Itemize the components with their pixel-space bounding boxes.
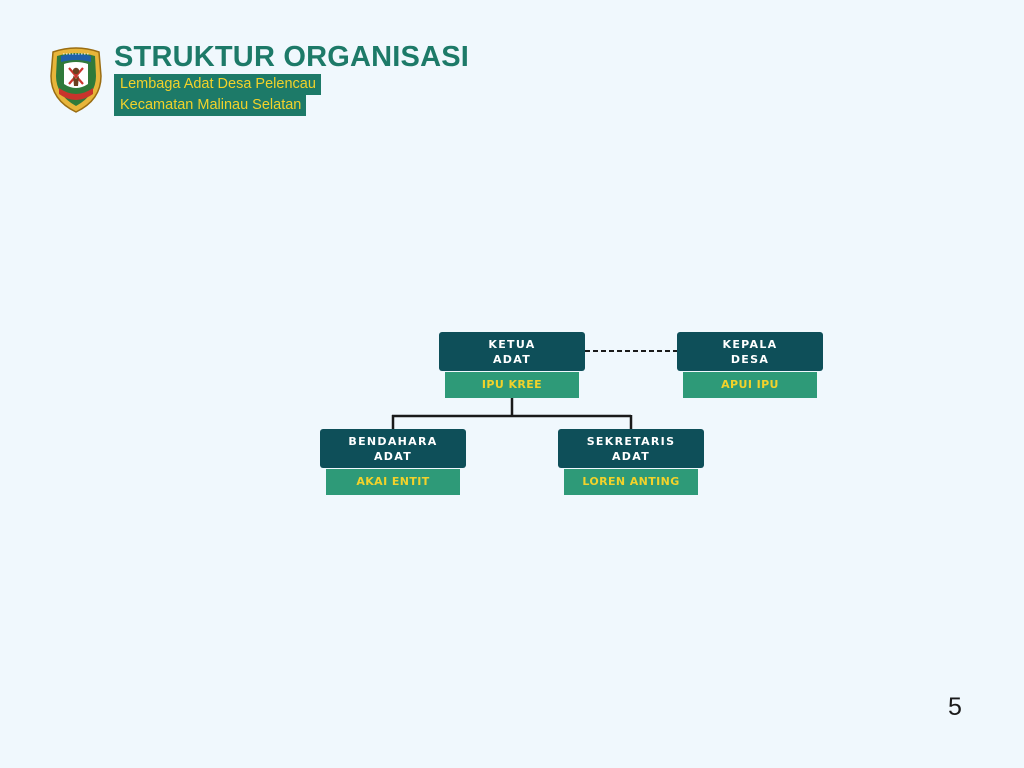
- page-title: STRUKTUR ORGANISASI: [114, 41, 470, 73]
- district-name-label: Kecamatan Malinau Selatan: [114, 95, 307, 116]
- member-name-ketua-adat: IPU KREE: [445, 372, 579, 398]
- role-title-line1: KETUA: [488, 337, 536, 351]
- role-box-bendahara-adat: BENDAHARA ADAT: [320, 429, 466, 468]
- role-title-line2: ADAT: [373, 449, 412, 463]
- organization-name-label: Lembaga Adat Desa Pelencau: [114, 74, 321, 95]
- role-title-line1: BENDAHARA: [348, 434, 438, 448]
- member-name-kepala-desa: APUI IPU: [683, 372, 817, 398]
- regency-emblem-icon: [50, 47, 102, 113]
- member-name-bendahara-adat: AKAI ENTIT: [326, 469, 460, 495]
- role-title-line2: DESA: [730, 352, 770, 366]
- role-title-line1: SEKRETARIS: [586, 434, 676, 448]
- role-title-line2: ADAT: [611, 449, 650, 463]
- role-title-line2: ADAT: [492, 352, 531, 366]
- role-box-sekretaris-adat: SEKRETARIS ADAT: [558, 429, 704, 468]
- role-box-ketua-adat: KETUA ADAT: [439, 332, 585, 371]
- role-title-line1: KEPALA: [722, 337, 778, 351]
- member-name-sekretaris-adat: LOREN ANTING: [564, 469, 698, 495]
- role-box-kepala-desa: KEPALA DESA: [677, 332, 823, 371]
- page-number: 5: [948, 693, 962, 721]
